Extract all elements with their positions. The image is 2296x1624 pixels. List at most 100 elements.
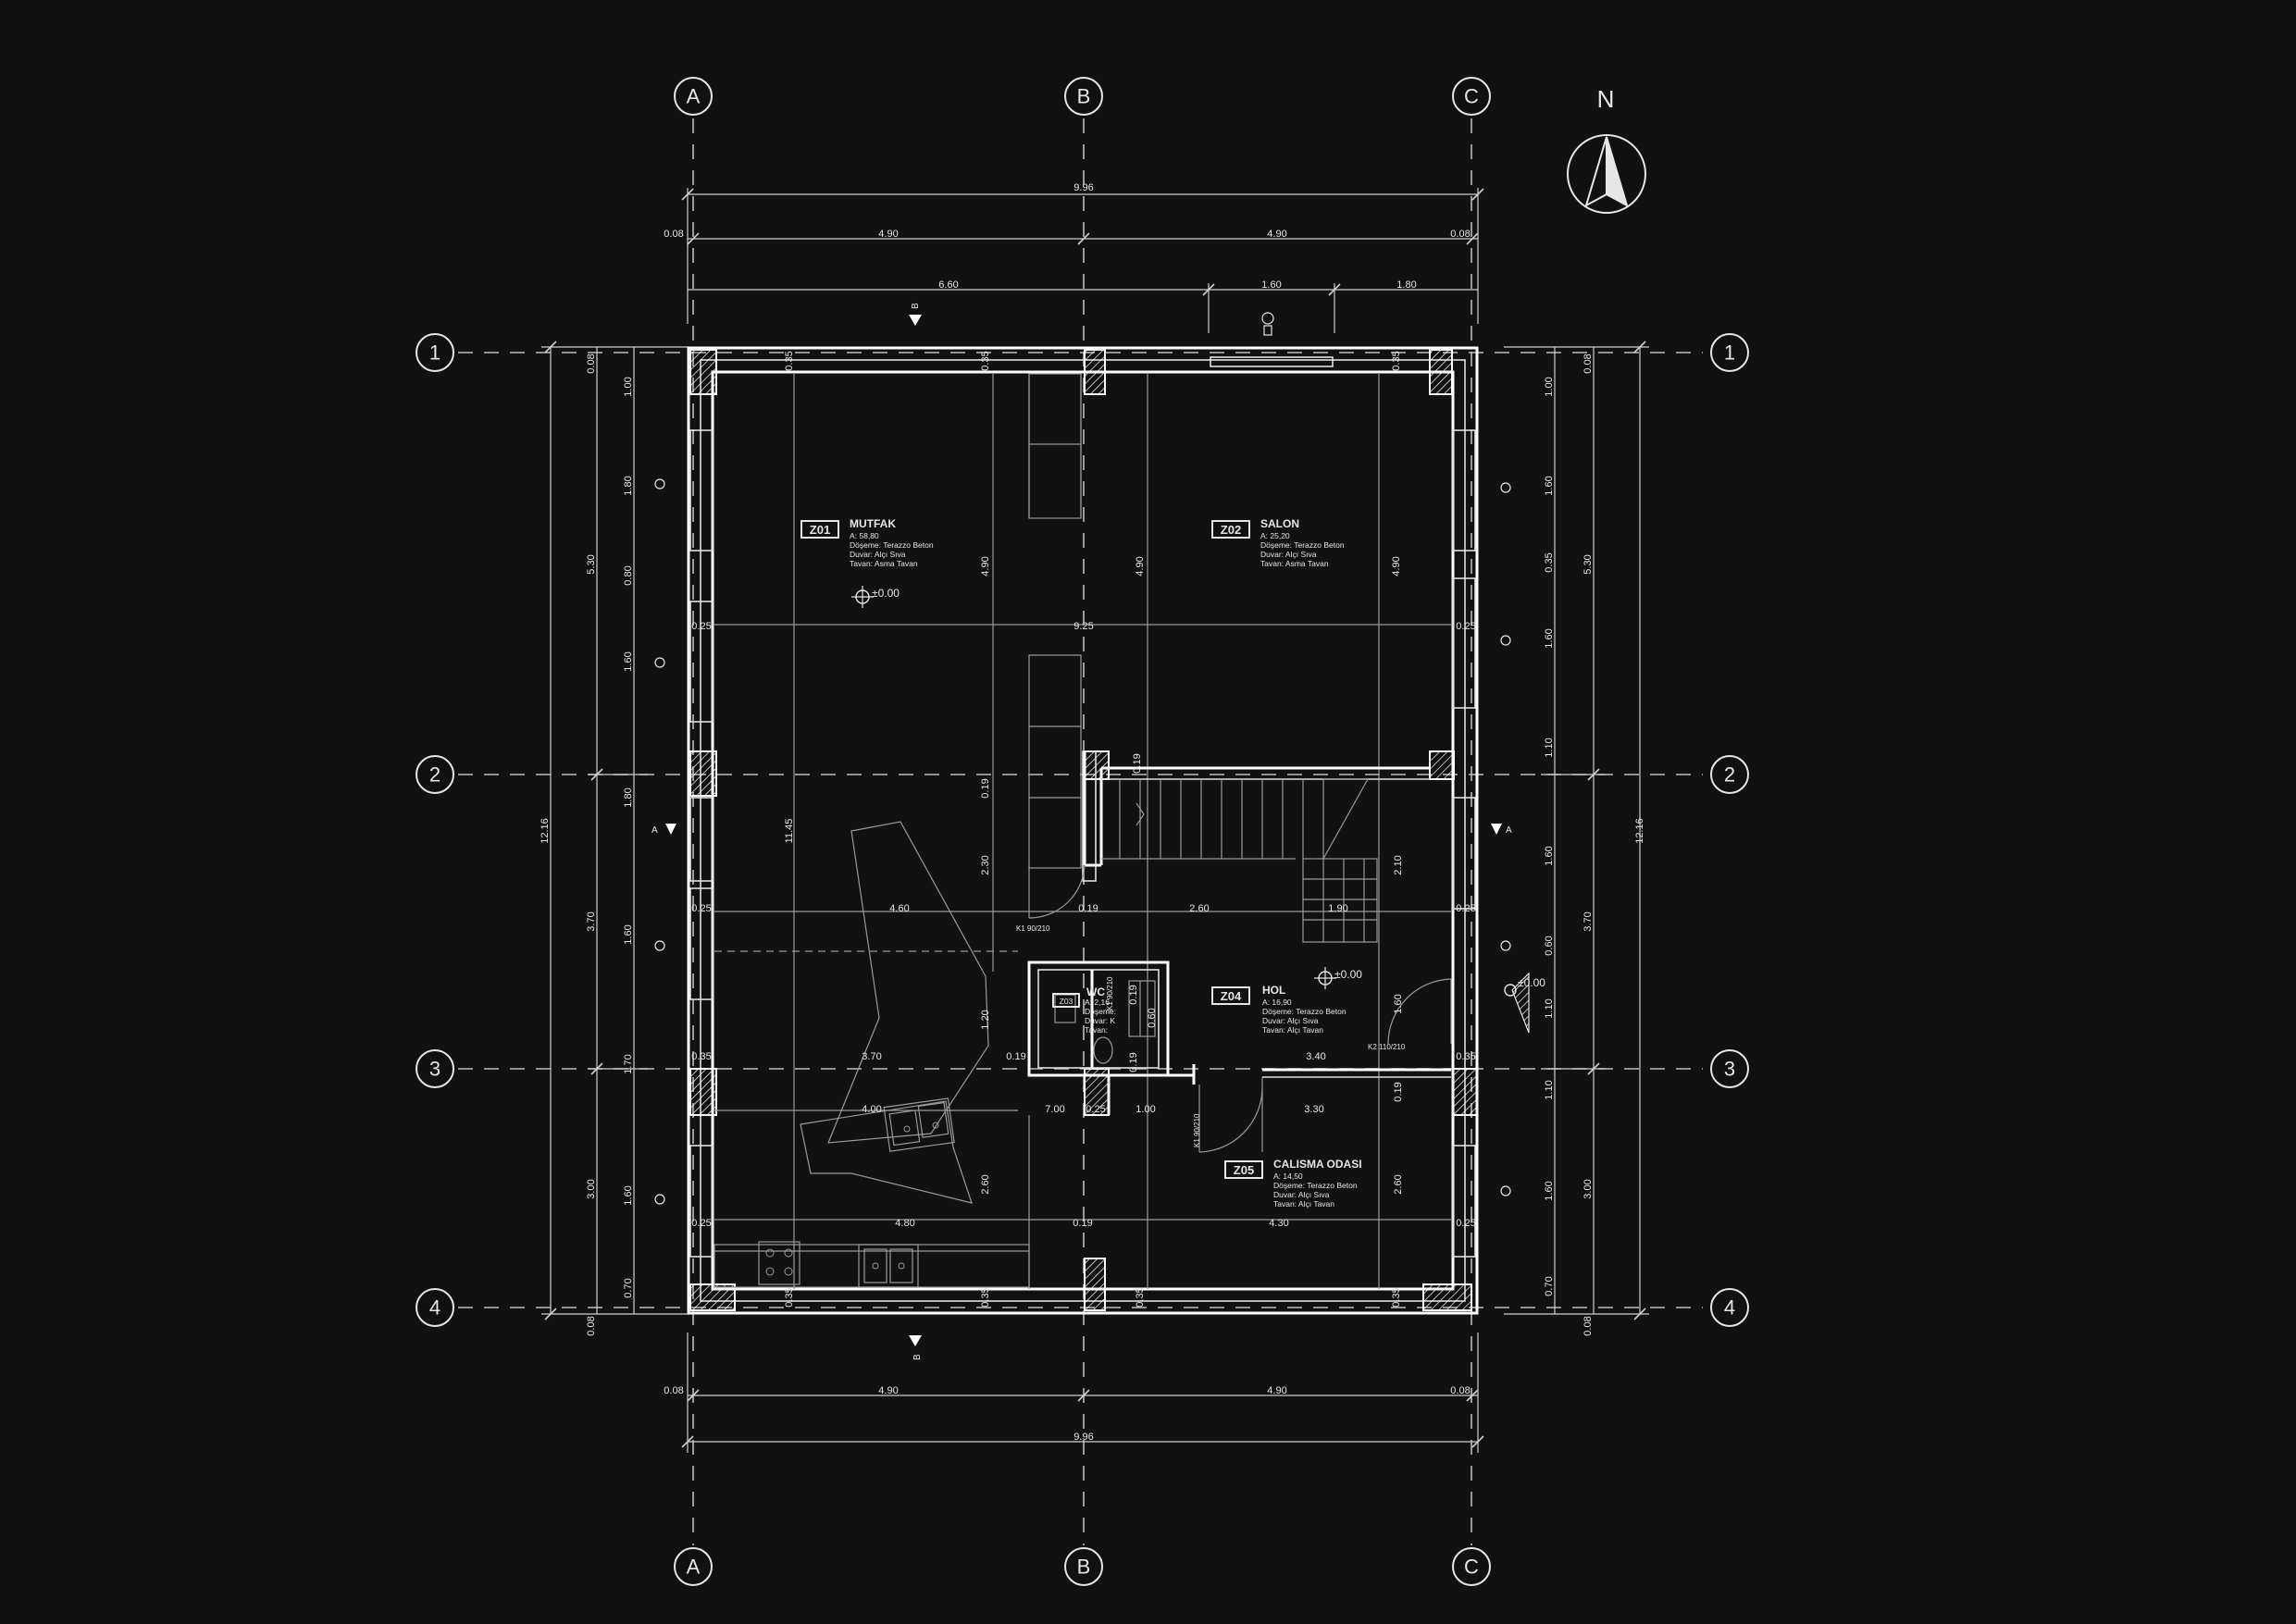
room-code: Z04 bbox=[1221, 989, 1242, 1003]
dim-bottom-right-bay: 4.90 bbox=[1267, 1385, 1286, 1396]
axis-bubble-top-a: A bbox=[674, 77, 713, 116]
section-b-bottom-label: B bbox=[912, 1354, 923, 1360]
bottom-dimensions: 0.08 4.90 4.90 0.08 9.96 bbox=[664, 1333, 1484, 1453]
column bbox=[1084, 349, 1106, 395]
room-area: A: 58,80 bbox=[850, 531, 879, 540]
svg-text:A: A bbox=[687, 85, 701, 108]
svg-text:B: B bbox=[1077, 85, 1091, 108]
right-dimensions: 12.16 5.30 3.70 3.00 0.08 0.08 1.00 1.60… bbox=[1500, 341, 1649, 1336]
elevation-icon bbox=[1504, 984, 1517, 997]
column bbox=[689, 1068, 717, 1116]
elevation-marker-entrance: ±0.00 bbox=[1504, 972, 1545, 1034]
building-walls bbox=[687, 312, 1479, 1315]
north-label: N bbox=[1597, 85, 1615, 113]
room-tag-z03: Z03 WC A: 2,16 Döşeme: Duvar: K Tavan: bbox=[1052, 986, 1116, 1035]
room-floor: Döşeme: Terazzo Beton bbox=[850, 540, 934, 550]
dim-interior: 4.00 bbox=[862, 1104, 881, 1115]
dim-top-edge-left: 0.08 bbox=[664, 229, 683, 240]
section-b-top-label: B bbox=[911, 303, 921, 309]
dim-interior: 0.25 bbox=[1456, 621, 1475, 632]
section-marks: B B A A bbox=[652, 303, 1512, 1360]
door-label: K2 110/210 bbox=[1368, 1043, 1406, 1051]
axis-bubbles: A B C A B C 1 2 3 4 1 2 3 4 bbox=[416, 77, 1749, 1586]
room-name: WC bbox=[1086, 986, 1105, 998]
axis-bubble-right-4: 4 bbox=[1710, 1288, 1749, 1327]
svg-text:A: A bbox=[687, 1556, 701, 1579]
dim-left-inner-7: 1.70 bbox=[623, 1054, 634, 1073]
dim-left-bay-3: 3.00 bbox=[586, 1179, 597, 1198]
svg-text:3: 3 bbox=[429, 1058, 441, 1081]
axis-bubble-bottom-b: B bbox=[1064, 1547, 1103, 1586]
room-floor: Döşeme: Terazzo Beton bbox=[1260, 540, 1345, 550]
window-markers-left bbox=[654, 478, 665, 1205]
dim-right-inner-4: 1.60 bbox=[1544, 628, 1555, 648]
svg-text:2: 2 bbox=[1724, 763, 1735, 787]
svg-text:C: C bbox=[1464, 1556, 1479, 1579]
column bbox=[1452, 1068, 1478, 1116]
section-a-right-icon bbox=[1491, 824, 1502, 835]
section-b-bottom-icon bbox=[909, 1335, 922, 1346]
room-area: A: 2,16 bbox=[1085, 998, 1110, 1007]
dim-interior: 0.35 bbox=[691, 1051, 711, 1062]
dim-left-inner-4: 1.60 bbox=[623, 651, 634, 671]
room-tag-z01: Z01 MUTFAK A: 58,80 Döşeme: Terazzo Beto… bbox=[800, 517, 934, 568]
column bbox=[1084, 750, 1110, 780]
north-arrow-icon bbox=[1567, 134, 1646, 214]
elevation-marker-kitchen: ±0.00 bbox=[851, 586, 900, 608]
dim-interior: 0.19 bbox=[1132, 753, 1143, 773]
dim-interior: 4.80 bbox=[895, 1218, 914, 1229]
dim-top-third-b: 1.60 bbox=[1261, 279, 1281, 291]
svg-text:B: B bbox=[1077, 1556, 1091, 1579]
dim-right-bay-3: 3.00 bbox=[1582, 1179, 1594, 1198]
room-area: A: 16,90 bbox=[1262, 998, 1292, 1007]
elevation-label: ±0.00 bbox=[1518, 976, 1545, 989]
dim-interior: 11.45 bbox=[784, 819, 795, 844]
dim-right-inner-7: 0.60 bbox=[1544, 936, 1555, 955]
svg-text:C: C bbox=[1464, 85, 1479, 108]
dim-right-inner-2: 1.60 bbox=[1544, 476, 1555, 495]
stairs bbox=[1101, 778, 1378, 943]
axis-bubble-top-c: C bbox=[1452, 77, 1491, 116]
axis-bubble-left-2: 2 bbox=[416, 755, 454, 794]
elevation-marker-hall: ±0.00 bbox=[1314, 967, 1362, 989]
dim-interior: 2.10 bbox=[1393, 855, 1404, 874]
dim-top-edge-right: 0.08 bbox=[1450, 229, 1470, 240]
room-code: Z03 bbox=[1060, 997, 1074, 1006]
room-code: Z02 bbox=[1221, 523, 1241, 537]
dim-interior: 0.35 bbox=[784, 351, 795, 370]
elevation-label: ±0.00 bbox=[1334, 968, 1362, 981]
section-a-left-icon bbox=[665, 824, 676, 835]
dim-left-inner-6: 1.60 bbox=[623, 924, 634, 944]
axis-bubble-bottom-c: C bbox=[1452, 1547, 1491, 1586]
dim-interior: 0.25 bbox=[1456, 1218, 1475, 1229]
dim-interior: 0.25 bbox=[1086, 1104, 1105, 1115]
dim-left-inner-3: 0.80 bbox=[623, 565, 634, 585]
dim-top-third-c: 1.80 bbox=[1396, 279, 1416, 291]
dim-interior: 0.25 bbox=[691, 621, 711, 632]
door-label: K1 90/210 bbox=[1016, 924, 1050, 933]
top-dimensions: 9.96 0.08 4.90 4.90 0.08 6.60 1.60 1.80 bbox=[664, 182, 1484, 333]
dim-interior: 4.30 bbox=[1269, 1218, 1288, 1229]
dim-right-inner-10: 1.60 bbox=[1544, 1181, 1555, 1200]
kitchen-counter bbox=[714, 1241, 1030, 1288]
dim-interior: 0.35 bbox=[784, 1287, 795, 1307]
room-wall: Duvar: Alçı Sıva bbox=[1273, 1190, 1330, 1199]
dim-interior: 1.60 bbox=[1393, 994, 1404, 1013]
dim-interior: 0.19 bbox=[1006, 1051, 1025, 1062]
dim-interior: 0.35 bbox=[1391, 1287, 1402, 1307]
dim-interior: 0.19 bbox=[980, 778, 991, 798]
dim-interior: 4.90 bbox=[980, 556, 991, 576]
dim-left-total: 12.16 bbox=[540, 818, 551, 844]
room-name: SALON bbox=[1260, 517, 1299, 530]
kitchen-island bbox=[800, 821, 989, 1204]
room-floor: Döşeme: Terazzo Beton bbox=[1262, 1007, 1347, 1016]
room-code: Z05 bbox=[1234, 1163, 1254, 1177]
dim-right-bay-1: 5.30 bbox=[1582, 554, 1594, 574]
axis-bubble-right-3: 3 bbox=[1710, 1049, 1749, 1088]
room-tag-z02: Z02 SALON A: 25,20 Döşeme: Terazzo Beton… bbox=[1211, 517, 1345, 568]
svg-text:1: 1 bbox=[1724, 341, 1735, 365]
dim-interior: 0.19 bbox=[1128, 1052, 1139, 1072]
dim-top-right-bay: 4.90 bbox=[1267, 229, 1286, 240]
dim-interior: 4.90 bbox=[1391, 556, 1402, 576]
